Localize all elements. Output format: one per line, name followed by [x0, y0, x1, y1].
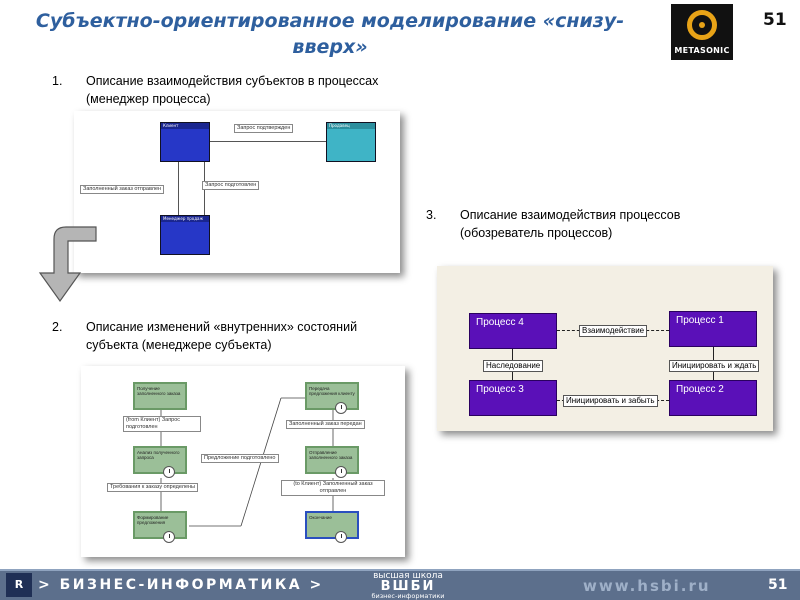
state-box: Получение заполненного заказа: [133, 382, 187, 410]
state-label: Предложение подготовлено: [201, 454, 279, 463]
process-box: Процесс 3: [469, 380, 557, 416]
inheritance-label: Наследование: [483, 360, 544, 372]
flow-arrow-icon: [38, 226, 97, 303]
clock-icon: [163, 531, 175, 543]
footer-bar: R > БИЗНЕС-ИНФОРМАТИКА > высшая школа ВШ…: [0, 569, 800, 600]
subject-state-diagram: Получение заполненного заказа Анализ пол…: [81, 366, 405, 557]
page-number-bottom: 51: [768, 577, 788, 593]
clock-icon: [335, 402, 347, 414]
connector-line: [178, 162, 179, 215]
initiate-forget-label: Инициировать и забыть: [563, 395, 658, 407]
item-1-number: 1.: [52, 74, 63, 88]
subject-interaction-diagram: Клиент Продавец Менеджер продаж Запрос п…: [74, 111, 400, 273]
state-box: Отправление заполненного заказа: [305, 446, 359, 478]
state-box: Анализ полученного запроса: [133, 446, 187, 478]
connector-line: [210, 141, 326, 142]
subject-box-manager: Менеджер продаж: [160, 215, 210, 255]
state-box-end: Окончание: [305, 511, 359, 543]
state-label: Требования к заказу определены: [107, 483, 199, 492]
metasonic-logo-icon: [687, 10, 717, 40]
clock-icon: [163, 466, 175, 478]
item-3: 3. Описание взаимодействия процессов (об…: [426, 206, 756, 242]
item-2-number: 2.: [52, 320, 63, 334]
process-interaction-diagram: Процесс 4 Процесс 1 Процесс 3 Процесс 2 …: [437, 266, 773, 431]
school-name: высшая школа ВШБИ бизнес-информатики: [371, 571, 445, 600]
state-label: (to Клиент) Заполненный заказ отправлен: [281, 480, 385, 496]
item-1: 1. Описание взаимодействия субъектов в п…: [52, 72, 432, 108]
label-request-confirmed: Запрос подтвержден: [234, 124, 294, 133]
logo-text: METASONIC: [674, 46, 730, 55]
label-order-sent: Заполненный заказ отправлен: [80, 185, 165, 194]
state-label: Заполненный заказ передан: [286, 420, 365, 429]
subject-box-seller: Продавец: [326, 122, 376, 162]
footer-slogan: > БИЗНЕС-ИНФОРМАТИКА >: [38, 577, 324, 593]
process-box: Процесс 4: [469, 313, 557, 349]
initiate-wait-label: Инициировать и ждать: [669, 360, 760, 372]
item-3-text: Описание взаимодействия процессов (обозр…: [460, 208, 681, 240]
state-label: (from Клиент) Запрос подготовлен: [123, 416, 201, 432]
clock-icon: [335, 531, 347, 543]
item-1-text: Описание взаимодействия субъектов в проц…: [86, 74, 379, 106]
label-request-prepared: Запрос подготовлен: [202, 181, 260, 190]
process-box: Процесс 1: [669, 311, 757, 347]
process-box: Процесс 2: [669, 380, 757, 416]
footer-url[interactable]: www.hsbi.ru: [583, 577, 711, 595]
state-box: Передача предложения клиенту: [305, 382, 359, 414]
page-title: Субъектно-ориентированное моделирование …: [35, 10, 625, 58]
item-3-number: 3.: [426, 208, 437, 222]
item-2: 2. Описание изменений «внутренних» состо…: [52, 318, 412, 354]
clock-icon: [335, 466, 347, 478]
metasonic-logo: METASONIC: [671, 4, 733, 60]
interaction-label: Взаимодействие: [579, 325, 648, 337]
subject-box-client: Клиент: [160, 122, 210, 162]
item-2-text: Описание изменений «внутренних» состояни…: [86, 320, 358, 352]
state-box: Формирование предложения: [133, 511, 187, 543]
school-logo-icon: R: [6, 573, 32, 597]
page-number-top: 51: [763, 10, 787, 30]
